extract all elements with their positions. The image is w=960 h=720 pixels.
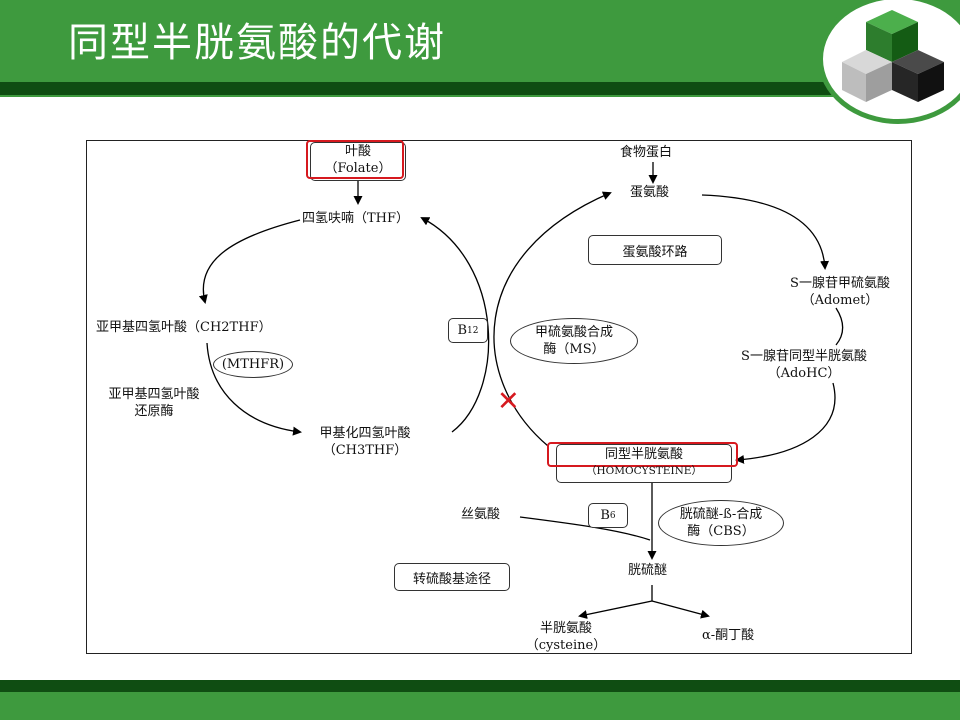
folate-highlight <box>306 140 404 179</box>
homocysteine-box <box>556 444 732 483</box>
thf-label: 四氢呋喃（THF） <box>302 211 410 226</box>
cystathionine-label: 胱硫醚 <box>628 563 668 578</box>
homocysteine-abbr: （HOMOCYSTEINE） <box>586 465 702 477</box>
cysteine-name: 半胱氨酸 <box>539 621 592 636</box>
ch3thf-label: 甲基化四氢叶酸 （CH3THF） <box>300 425 430 459</box>
ch3thf-abbr: （CH3THF） <box>322 443 408 458</box>
b6-sub: 6 <box>609 510 616 521</box>
footer-stripe <box>0 680 960 692</box>
adomet-label: S一腺苷甲硫氨酸 （Adomet） <box>772 275 908 309</box>
transsulfuration-box: 转硫酸基途径 <box>394 563 510 591</box>
reductase-line-1: 亚甲基四氢叶酸 <box>108 387 200 402</box>
ms-enzyme: 甲硫氨酸合成 酶（MS） <box>510 318 638 364</box>
adohc-name: S一腺苷同型半胱氨酸 <box>741 349 867 364</box>
folate-abbr: （Folate） <box>324 161 392 176</box>
reductase-line-2: 还原酶 <box>134 404 174 419</box>
methionine-cycle-box: 蛋氨酸环路 <box>588 235 722 265</box>
cysteine-abbr: （cysteine） <box>525 638 607 653</box>
header-stripe <box>0 82 960 95</box>
b6-base: B <box>600 508 610 523</box>
cubes-logo-icon <box>842 10 944 102</box>
ms-line-1: 甲硫氨酸合成 <box>534 325 613 340</box>
cbs-line-2: 酶（CBS） <box>687 524 755 539</box>
cbs-enzyme: 胱硫醚-ß-合成 酶（CBS） <box>658 500 784 546</box>
ketobutyrate-label: α-酮丁酸 <box>702 628 755 643</box>
homocysteine-name: 同型半胱氨酸 <box>604 447 683 462</box>
folate-label: 叶酸 （Folate） <box>310 143 406 177</box>
ch3thf-name: 甲基化四氢叶酸 <box>319 426 411 441</box>
adomet-name: S一腺苷甲硫氨酸 <box>790 276 890 291</box>
ms-line-2: 酶（MS） <box>543 342 605 357</box>
blocked-reaction-icon: ✕ <box>497 386 520 417</box>
adohc-abbr: （AdoHC） <box>767 366 841 381</box>
mthfr-enzyme: (MTHFR) <box>213 351 293 378</box>
homocysteine-label: 同型半胱氨酸 （HOMOCYSTEINE） <box>556 446 732 480</box>
b12-base: B <box>457 323 468 338</box>
serine-label: 丝氨酸 <box>461 507 501 522</box>
diagram-frame <box>86 140 912 654</box>
cysteine-label: 半胱氨酸 （cysteine） <box>520 620 612 654</box>
b12-sub: 12 <box>467 325 479 336</box>
folate-box <box>310 142 406 181</box>
methionine-label: 蛋氨酸 <box>630 185 670 200</box>
adomet-abbr: （Adomet） <box>801 293 879 308</box>
reductase-label: 亚甲基四氢叶酸 还原酶 <box>96 386 212 420</box>
cbs-line-1: 胱硫醚-ß-合成 <box>679 507 763 522</box>
slide-title: 同型半胱氨酸的代谢 <box>68 20 446 66</box>
header-bar <box>0 0 960 97</box>
food-protein-label: 食物蛋白 <box>620 145 673 160</box>
homocysteine-highlight <box>547 442 738 467</box>
adohc-label: S一腺苷同型半胱氨酸 （AdoHC） <box>722 348 886 382</box>
folate-name: 叶酸 <box>344 144 371 159</box>
footer-bar <box>0 692 960 720</box>
ch2thf-label: 亚甲基四氢叶酸（CH2THF） <box>96 320 272 335</box>
